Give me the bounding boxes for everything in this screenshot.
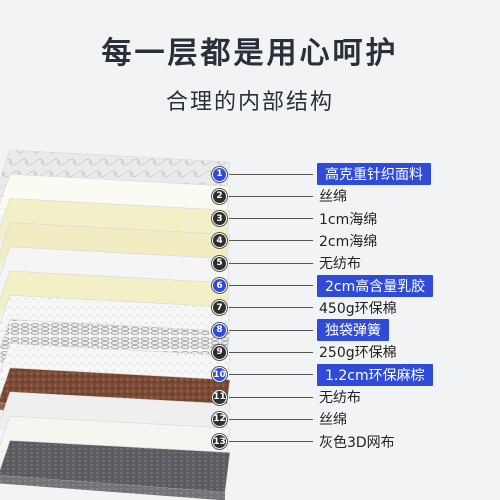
layer-number-badge: 11 [212,389,227,405]
layer-number-badge: 1 [212,166,227,182]
leader-line [229,218,313,220]
layer-name: 450g环保棉 [319,300,397,317]
layer-number-badge: 10 [212,367,227,383]
layer-label-12: 12 丝绵 [212,410,349,428]
layer-name: 2cm海绵 [319,233,378,250]
layer-name: 1.2cm环保麻棕 [317,363,433,386]
layer-label-3: 3 1cm海绵 [212,210,379,228]
layer-label-4: 4 2cm海绵 [212,232,379,250]
layer-label-11: 11 无纺布 [212,388,363,406]
layer-number-badge: 6 [212,278,227,293]
leader-line [229,351,313,353]
leader-line [229,285,313,286]
layer-name: 独袋弹簧 [317,319,389,342]
layer-name: 灰色3D网布 [319,434,395,451]
layer-label-2: 2 丝绵 [212,187,349,205]
layer-number-badge: 3 [212,211,227,227]
layer-number-badge: 12 [212,411,227,427]
layer-number-badge: 13 [212,434,227,450]
leader-line [229,374,313,376]
layer-label-8: 8 独袋弹簧 [212,319,389,342]
layer-name: 无纺布 [319,256,361,273]
leader-line [229,418,313,420]
layer-number-badge: 9 [212,344,227,360]
leader-line [229,240,313,242]
layer-number-badge: 7 [212,300,227,316]
layer-label-10: 10 1.2cm环保麻棕 [212,363,433,386]
layer-name: 丝绵 [319,412,347,429]
layer-name: 丝绵 [319,189,347,206]
layer-label-1: 1 高克重针织面料 [212,163,431,185]
layer-label-7: 7 450g环保棉 [212,299,399,317]
leader-line [229,307,313,309]
mesh-layer-front [0,475,225,500]
page-title: 每一层都是用心呵护 [101,36,399,71]
layer-name: 高克重针织面料 [317,163,431,185]
layer-name: 2cm高含量乳胶 [317,274,434,297]
leader-line [229,195,313,197]
leader-line [229,262,313,264]
leader-line [229,441,313,443]
leader-line [229,173,313,175]
layer-name: 250g环保棉 [319,345,397,362]
layer-name: 无纺布 [319,390,361,406]
layer-label-5: 5 无纺布 [212,254,363,272]
layer-label-9: 9 250g环保棉 [212,343,399,361]
layer-number-badge: 5 [212,255,227,271]
layer-number-badge: 4 [212,233,227,249]
layer-number-badge: 2 [212,188,227,204]
layer-name: 1cm海绵 [319,211,378,228]
leader-line [229,396,313,398]
layer-label-13: 13 灰色3D网布 [212,433,397,451]
layer-label-6: 6 2cm高含量乳胶 [212,274,434,297]
page-subtitle: 合理的内部结构 [165,90,334,115]
layer-number-badge: 8 [212,322,227,338]
leader-line [229,329,313,331]
